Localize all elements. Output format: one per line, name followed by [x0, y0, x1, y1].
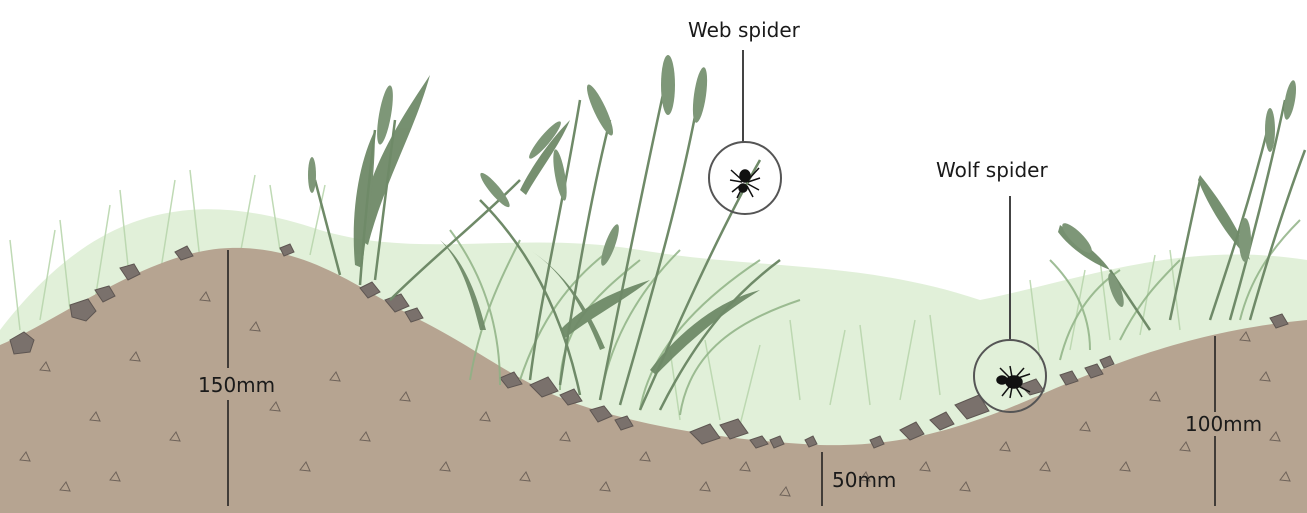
web-spider-icon: [730, 168, 760, 198]
right-mound-measurement: 100mm: [1185, 412, 1262, 436]
valley-measurement: 50mm: [832, 468, 896, 492]
left-mound-measurement: 150mm: [198, 373, 275, 397]
wolf-spider-label: Wolf spider: [936, 160, 1048, 180]
web-spider-label: Web spider: [688, 20, 800, 40]
